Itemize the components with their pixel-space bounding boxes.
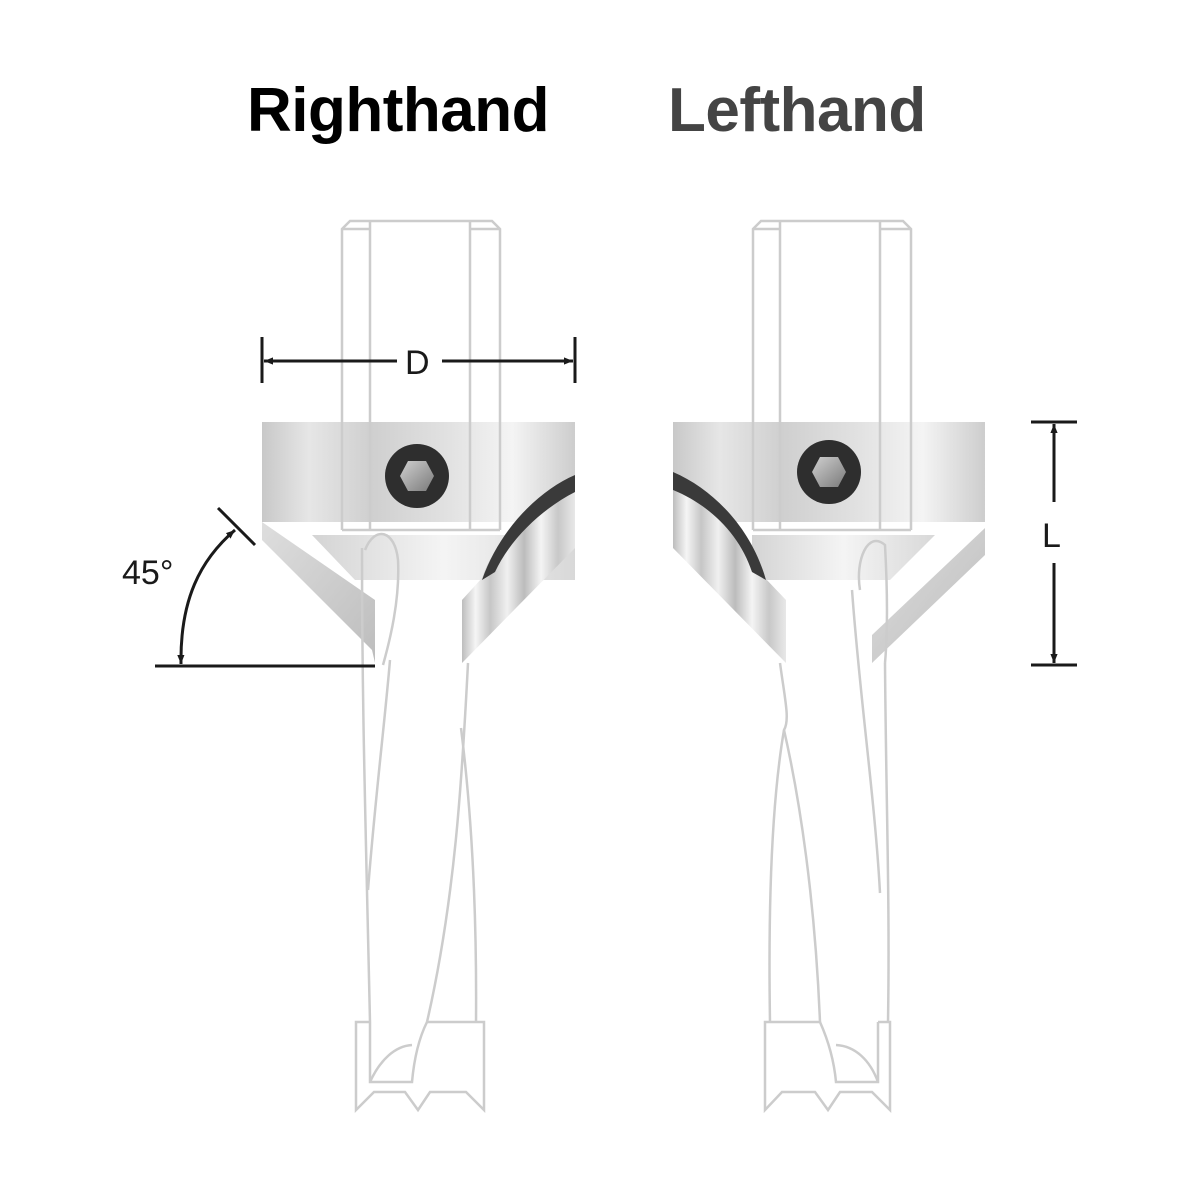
cutting-flute bbox=[673, 475, 786, 663]
title-lefthand: Lefthand bbox=[668, 76, 926, 145]
diameter-label: D bbox=[405, 344, 430, 382]
length-dimension bbox=[1031, 420, 1077, 667]
righthand-tool bbox=[262, 219, 575, 1114]
flute-dark-edge bbox=[482, 475, 575, 580]
diameter-dimension bbox=[260, 337, 577, 383]
lefthand-tool bbox=[673, 219, 985, 1114]
length-label: L bbox=[1042, 517, 1061, 555]
angle-label: 45° bbox=[122, 554, 173, 592]
title-righthand: Righthand bbox=[247, 76, 550, 145]
angle-dimension bbox=[155, 506, 375, 668]
bevel-left bbox=[262, 522, 375, 663]
cutting-flute bbox=[462, 480, 575, 663]
bevel-right bbox=[872, 522, 985, 663]
flute-dark-edge bbox=[673, 472, 766, 580]
